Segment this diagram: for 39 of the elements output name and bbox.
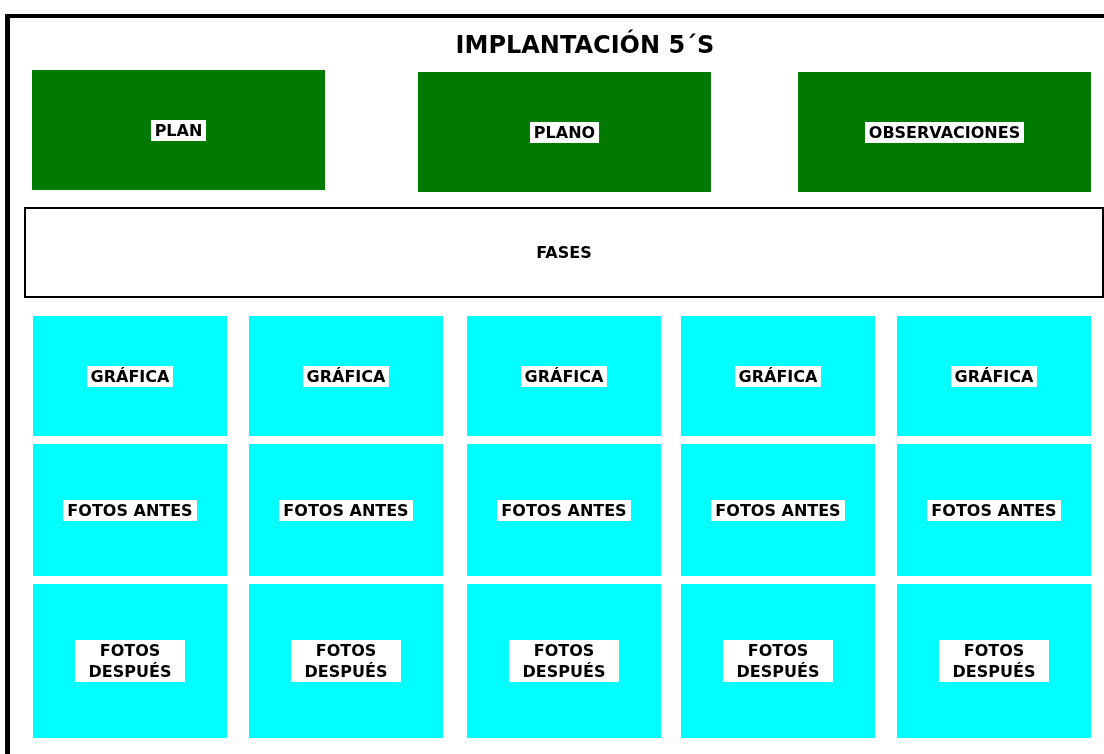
board-panel bbox=[33, 316, 227, 436]
header-box bbox=[798, 72, 1091, 192]
board-panel bbox=[897, 584, 1091, 738]
box-label: FOTOS ANTES bbox=[63, 499, 197, 521]
box-label: GRÁFICA bbox=[734, 365, 822, 387]
box-label: FOTOS ANTES bbox=[711, 499, 845, 521]
board-panel bbox=[249, 584, 443, 738]
box-label: GRÁFICA bbox=[520, 365, 608, 387]
box-label: FOTOS ANTES bbox=[279, 499, 413, 521]
board-panel bbox=[467, 584, 661, 738]
board-panel bbox=[681, 584, 875, 738]
board-panel bbox=[467, 444, 661, 576]
box-label: OBSERVACIONES bbox=[864, 121, 1025, 143]
box-label: PLAN bbox=[150, 119, 207, 141]
header-box bbox=[418, 72, 711, 192]
board-panel bbox=[249, 444, 443, 576]
box-label: FOTOS ANTES bbox=[927, 499, 1061, 521]
box-label: GRÁFICA bbox=[86, 365, 174, 387]
box-label: FOTOS DESPUÉS bbox=[509, 640, 619, 682]
box-label: GRÁFICA bbox=[302, 365, 390, 387]
board-panel bbox=[897, 316, 1091, 436]
board-panel bbox=[33, 584, 227, 738]
board-panel bbox=[467, 316, 661, 436]
board-panel bbox=[249, 316, 443, 436]
phase-band bbox=[24, 207, 1104, 298]
box-label: FOTOS DESPUÉS bbox=[939, 640, 1049, 682]
box-label: FASES bbox=[535, 242, 593, 263]
box-label: FOTOS DESPUÉS bbox=[291, 640, 401, 682]
header-box bbox=[32, 70, 325, 190]
box-label: FOTOS ANTES bbox=[497, 499, 631, 521]
box-label: PLANO bbox=[529, 121, 600, 143]
box-label: GRÁFICA bbox=[950, 365, 1038, 387]
board-panel bbox=[897, 444, 1091, 576]
board-panel bbox=[681, 444, 875, 576]
board-panel bbox=[33, 444, 227, 576]
board-panel bbox=[681, 316, 875, 436]
title: IMPLANTACIÓN 5´S bbox=[454, 30, 716, 60]
box-label: FOTOS DESPUÉS bbox=[723, 640, 833, 682]
box-label: FOTOS DESPUÉS bbox=[75, 640, 185, 682]
